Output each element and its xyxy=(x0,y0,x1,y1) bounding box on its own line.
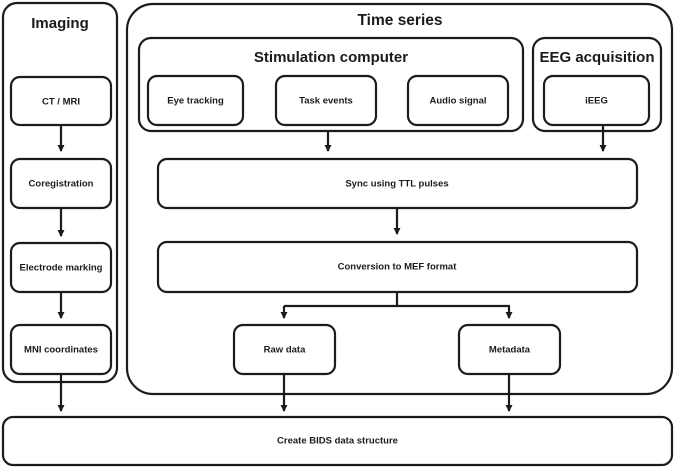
node-ieeg[interactable]: iEEG xyxy=(542,74,651,127)
node-coregistration[interactable]: Coregistration xyxy=(9,157,113,210)
group-time-series-title: Time series xyxy=(357,12,442,29)
node-coregistration-label: Coregistration xyxy=(29,179,94,190)
node-create-bids-label: Create BIDS data structure xyxy=(277,436,398,447)
node-conversion-mef-label: Conversion to MEF format xyxy=(338,262,458,273)
node-task-events[interactable]: Task events xyxy=(274,74,378,127)
node-raw-data[interactable]: Raw data xyxy=(232,323,337,376)
node-metadata[interactable]: Metadata xyxy=(457,323,562,376)
node-sync-ttl-pulses-label: Sync using TTL pulses xyxy=(345,179,448,190)
node-audio-signal[interactable]: Audio signal xyxy=(406,74,510,127)
node-ieeg-label: iEEG xyxy=(585,96,608,107)
node-electrode-marking-box[interactable] xyxy=(9,241,113,294)
node-electrode-marking-label: Electrode marking xyxy=(20,263,103,274)
group-stimulation-computer-title: Stimulation computer xyxy=(254,49,408,66)
node-mni-coordinates[interactable]: MNI coordinates xyxy=(9,323,113,376)
node-task-events-box[interactable] xyxy=(274,74,378,127)
node-task-events-label: Task events xyxy=(299,96,353,107)
group-imaging-title: Imaging xyxy=(31,15,89,32)
node-coregistration-box[interactable] xyxy=(9,157,113,210)
node-eye-tracking[interactable]: Eye tracking xyxy=(146,74,245,127)
node-eye-tracking-label: Eye tracking xyxy=(167,96,224,107)
node-metadata-box[interactable] xyxy=(457,323,562,376)
node-electrode-marking[interactable]: Electrode marking xyxy=(9,241,113,294)
group-eeg-acquisition-title: EEG acquisition xyxy=(539,49,654,66)
node-audio-signal-label: Audio signal xyxy=(430,96,487,107)
node-sync-ttl-pulses[interactable]: Sync using TTL pulses xyxy=(156,157,639,210)
edge-layer xyxy=(57,125,607,413)
node-ct-mri-label: CT / MRI xyxy=(42,97,80,108)
node-metadata-label: Metadata xyxy=(489,345,531,356)
node-ct-mri[interactable]: CT / MRI xyxy=(9,75,113,127)
node-audio-signal-box[interactable] xyxy=(406,74,510,127)
node-raw-data-box[interactable] xyxy=(232,323,337,376)
node-mni-coordinates-label: MNI coordinates xyxy=(24,345,98,356)
node-raw-data-label: Raw data xyxy=(264,345,306,356)
node-conversion-mef-box[interactable] xyxy=(156,240,639,294)
node-mni-coordinates-box[interactable] xyxy=(9,323,113,376)
node-sync-ttl-pulses-box[interactable] xyxy=(156,157,639,210)
node-create-bids[interactable]: Create BIDS data structure xyxy=(1,415,674,467)
node-ct-mri-box[interactable] xyxy=(9,75,113,127)
node-ieeg-box[interactable] xyxy=(542,74,651,127)
node-create-bids-box[interactable] xyxy=(1,415,674,467)
node-conversion-mef[interactable]: Conversion to MEF format xyxy=(156,240,639,294)
node-eye-tracking-box[interactable] xyxy=(146,74,245,127)
